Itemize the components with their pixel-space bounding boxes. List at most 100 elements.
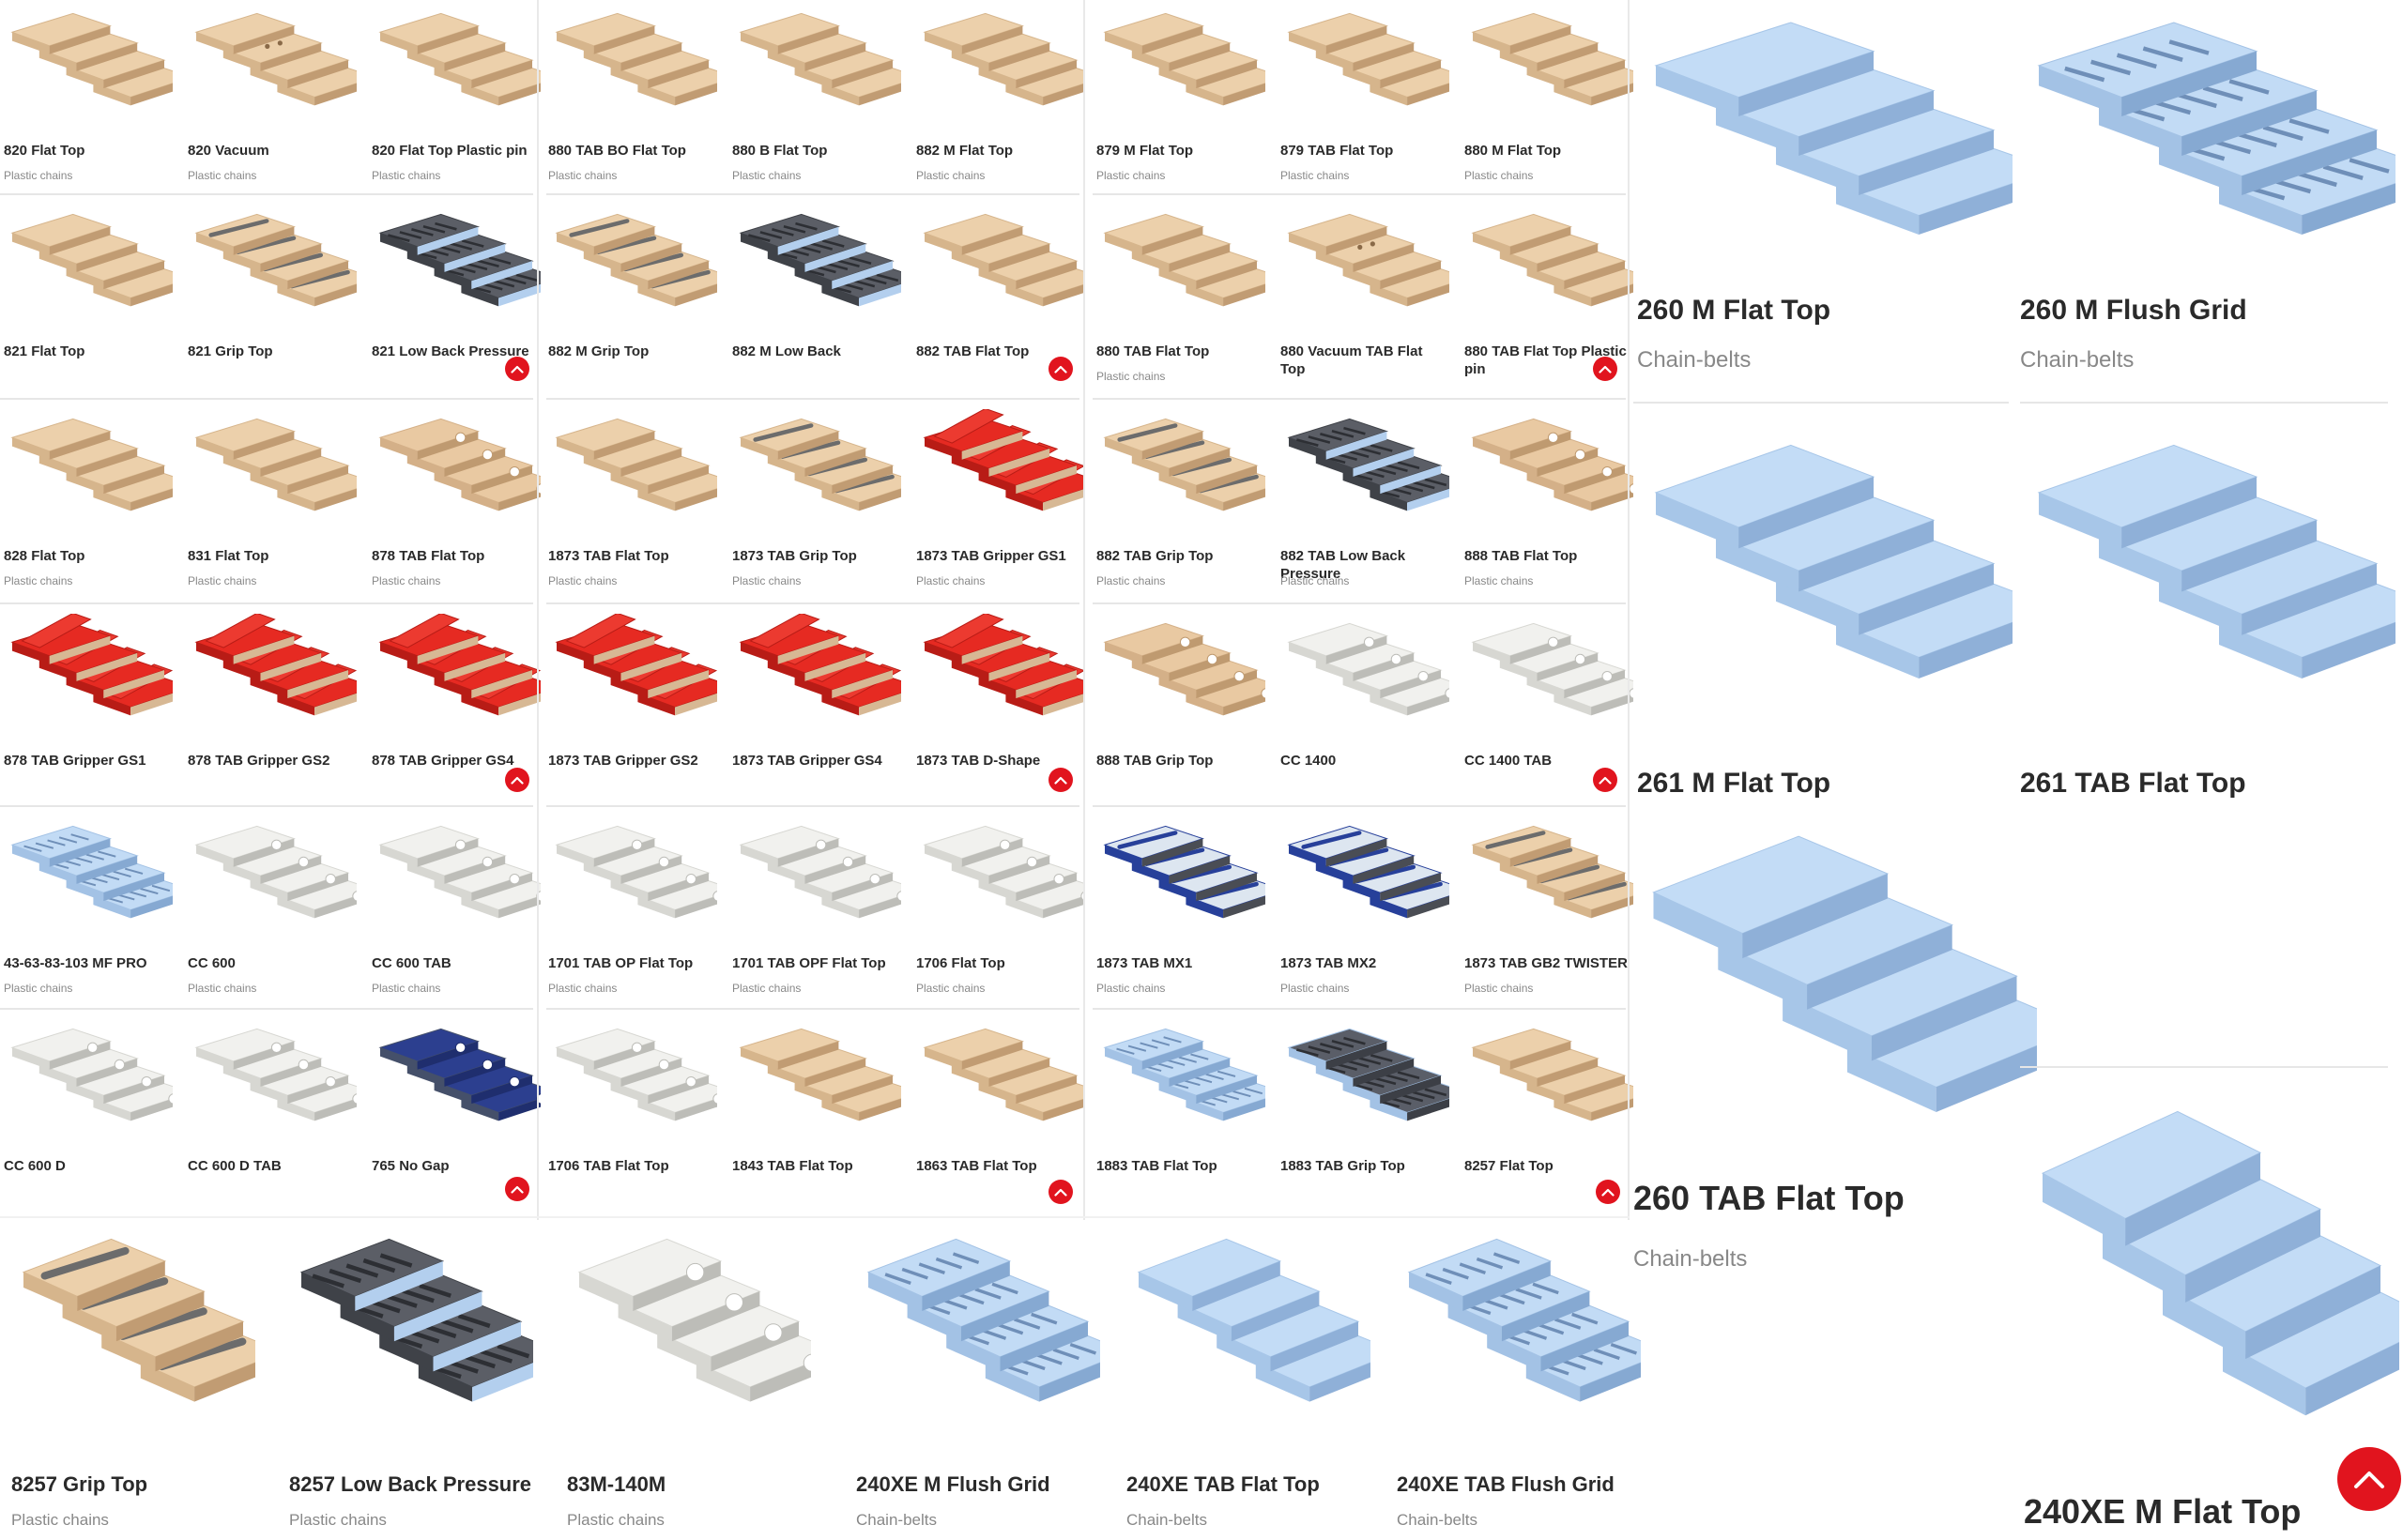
product-image[interactable] [916, 4, 1085, 126]
product-name[interactable]: 1873 TAB Grip Top [732, 548, 857, 564]
product-name[interactable]: 882 TAB Flat Top [916, 343, 1030, 359]
product-image[interactable] [2020, 0, 2395, 282]
product-image[interactable] [1464, 816, 1633, 938]
product-name[interactable]: 1701 TAB OP Flat Top [548, 955, 694, 971]
product-name[interactable]: 882 TAB Grip Top [1096, 548, 1214, 564]
product-image[interactable] [916, 409, 1085, 531]
product-image[interactable] [1280, 816, 1449, 938]
product-image[interactable] [188, 614, 357, 736]
product-image[interactable] [4, 205, 173, 327]
product-name[interactable]: 1873 TAB MX2 [1280, 955, 1377, 971]
product-image[interactable] [732, 1019, 901, 1141]
product-image[interactable] [548, 1019, 717, 1141]
product-image[interactable] [1280, 4, 1449, 126]
product-image[interactable] [2024, 1079, 2399, 1483]
product-image[interactable] [856, 1222, 1100, 1438]
product-image[interactable] [188, 4, 357, 126]
product-image[interactable] [4, 614, 173, 736]
product-image[interactable] [1280, 1019, 1449, 1141]
product-name[interactable]: 882 M Flat Top [916, 143, 1014, 159]
product-name[interactable]: 880 TAB Flat Top [1096, 343, 1210, 359]
product-name[interactable]: CC 600 [188, 955, 236, 971]
product-image[interactable] [732, 614, 901, 736]
product-image[interactable] [548, 4, 717, 126]
product-name[interactable]: 880 M Flat Top [1464, 143, 1562, 159]
product-image[interactable] [372, 4, 541, 126]
product-name[interactable]: 878 TAB Gripper GS4 [372, 753, 514, 769]
product-image[interactable] [916, 614, 1085, 736]
product-name[interactable]: 8257 Flat Top [1464, 1158, 1554, 1174]
product-image[interactable] [916, 816, 1085, 938]
product-name[interactable]: CC 600 D TAB [188, 1158, 282, 1174]
product-name[interactable]: 1873 TAB Flat Top [548, 548, 669, 564]
product-image[interactable] [11, 1222, 255, 1438]
product-name[interactable]: 820 Flat Top [4, 143, 85, 159]
product-image[interactable] [1280, 205, 1449, 327]
product-image[interactable] [548, 205, 717, 327]
product-name[interactable]: 240XE TAB Flush Grid [1397, 1472, 1615, 1496]
product-name[interactable]: 765 No Gap [372, 1158, 450, 1174]
product-name[interactable]: 260 TAB Flat Top [1633, 1179, 1905, 1217]
product-image[interactable] [4, 409, 173, 531]
product-name[interactable]: 1843 TAB Flat Top [732, 1158, 853, 1174]
product-name[interactable]: 1873 TAB GB2 TWISTER [1464, 955, 1628, 971]
product-name[interactable]: 8257 Grip Top [11, 1472, 148, 1496]
product-image[interactable] [1126, 1222, 1370, 1438]
product-image[interactable] [1633, 807, 2037, 1173]
product-image[interactable] [1096, 409, 1265, 531]
product-name[interactable]: 1873 TAB MX1 [1096, 955, 1193, 971]
product-name[interactable]: 260 M Flat Top [1637, 295, 1831, 326]
product-image[interactable] [188, 409, 357, 531]
product-name[interactable]: 1863 TAB Flat Top [916, 1158, 1037, 1174]
product-image[interactable] [1464, 4, 1633, 126]
product-image[interactable] [1637, 0, 2013, 282]
product-image[interactable] [1096, 1019, 1265, 1141]
product-image[interactable] [1637, 420, 2013, 730]
product-name[interactable]: 821 Grip Top [188, 343, 273, 359]
product-name[interactable]: 83M-140M [567, 1472, 666, 1496]
product-image[interactable] [372, 614, 541, 736]
product-image[interactable] [732, 409, 901, 531]
product-name[interactable]: 1883 TAB Flat Top [1096, 1158, 1217, 1174]
product-name[interactable]: 888 TAB Flat Top [1464, 548, 1578, 564]
product-name[interactable]: 888 TAB Grip Top [1096, 753, 1214, 769]
product-name[interactable]: 880 TAB Flat Top Plastic pin [1464, 343, 1627, 377]
product-image[interactable] [372, 1019, 541, 1141]
product-name[interactable]: 880 B Flat Top [732, 143, 828, 159]
scroll-top-button[interactable] [1048, 357, 1073, 381]
scroll-top-button[interactable] [505, 357, 529, 381]
product-image[interactable] [1397, 1222, 1641, 1438]
product-name[interactable]: 260 M Flush Grid [2020, 295, 2247, 326]
product-image[interactable] [2020, 420, 2395, 730]
product-name[interactable]: 240XE TAB Flat Top [1126, 1472, 1320, 1496]
product-name[interactable]: 261 TAB Flat Top [2020, 768, 2246, 799]
product-name[interactable]: 880 TAB BO Flat Top [548, 143, 686, 159]
product-name[interactable]: 820 Vacuum [188, 143, 269, 159]
product-name[interactable]: 1883 TAB Grip Top [1280, 1158, 1405, 1174]
product-image[interactable] [1096, 4, 1265, 126]
product-name[interactable]: 821 Flat Top [4, 343, 85, 359]
product-image[interactable] [188, 1019, 357, 1141]
product-image[interactable] [372, 205, 541, 327]
scroll-top-button[interactable] [1048, 768, 1073, 792]
product-name[interactable]: 828 Flat Top [4, 548, 85, 564]
product-image[interactable] [1096, 205, 1265, 327]
scroll-top-button[interactable] [2337, 1447, 2401, 1511]
product-name[interactable]: 880 Vacuum TAB Flat Top [1280, 343, 1423, 377]
product-name[interactable]: 878 TAB Gripper GS2 [188, 753, 330, 769]
product-image[interactable] [1464, 205, 1633, 327]
scroll-top-button[interactable] [1593, 357, 1617, 381]
product-name[interactable]: 878 TAB Flat Top [372, 548, 485, 564]
product-name[interactable]: 879 TAB Flat Top [1280, 143, 1394, 159]
scroll-top-button[interactable] [505, 768, 529, 792]
product-image[interactable] [732, 4, 901, 126]
product-name[interactable]: 1873 TAB D-Shape [916, 753, 1041, 769]
product-name[interactable]: 1873 TAB Gripper GS1 [916, 548, 1066, 564]
product-image[interactable] [732, 816, 901, 938]
product-image[interactable] [4, 1019, 173, 1141]
product-image[interactable] [916, 205, 1085, 327]
product-name[interactable]: 43-63-83-103 MF PRO [4, 955, 147, 971]
product-image[interactable] [4, 4, 173, 126]
product-image[interactable] [4, 816, 173, 938]
product-image[interactable] [1096, 816, 1265, 938]
